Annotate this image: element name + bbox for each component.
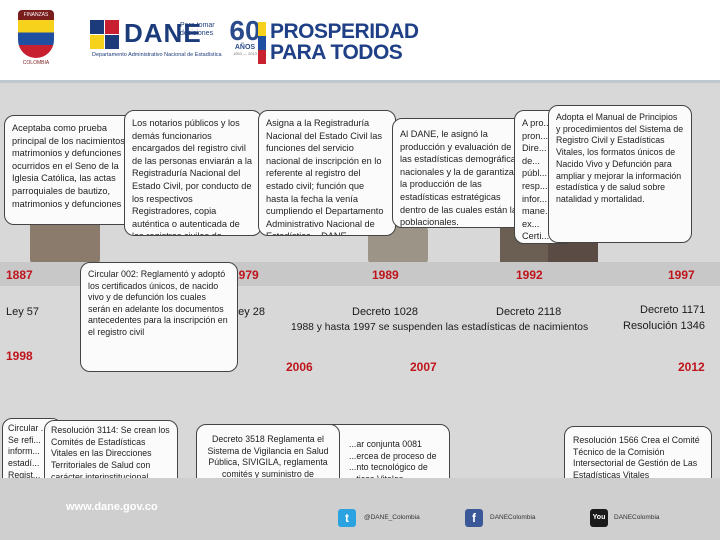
footer-url-link[interactable]: www.dane.gov.co <box>66 501 158 513</box>
circular-002-box: Circular 002: Reglamentó y adoptó los ce… <box>80 262 238 372</box>
youtube-icon-label: You <box>592 514 606 521</box>
suspension-note: 1988 y hasta 1997 se suspenden las estad… <box>291 322 589 333</box>
info-box-dane-text: Al DANE, le asignó la producción y evalu… <box>400 129 522 228</box>
youtube-name[interactable]: DANEColombia <box>614 514 660 521</box>
twitter-icon[interactable]: t <box>338 509 356 527</box>
facebook-icon[interactable]: f <box>465 509 483 527</box>
info-box-1979: Los notarios públicos y los demás funcio… <box>124 110 262 236</box>
twitter-handle[interactable]: @DANE_Colombia <box>364 514 420 521</box>
youtube-icon[interactable]: You <box>590 509 608 527</box>
dane-subtitle: Departamento Administrativo Nacional de … <box>92 52 222 58</box>
sixty-years-range: 1953 — 2013 <box>232 51 258 56</box>
resolucion-3114-text: Resolución 3114: Se crean los Comités de… <box>51 425 170 482</box>
resolucion-1346: Resolución 1346 <box>623 320 705 332</box>
header-divider <box>0 80 720 83</box>
year-1998: 1998 <box>6 349 33 363</box>
info-box-dane: Al DANE, le asignó la producción y evalu… <box>392 118 532 228</box>
year-1979: 1979 <box>232 268 259 282</box>
year-2007: 2007 <box>410 360 437 374</box>
header-bar: FINANZAS COLOMBIA DANE Para tomar decisi… <box>0 0 720 80</box>
dane-logo: DANE Para tomar decisiones Departamento … <box>90 18 222 60</box>
year-1997: 1997 <box>668 268 695 282</box>
sixty-years-logo: 60 AÑOS 1953 — 2013 <box>225 15 265 62</box>
info-box-1989-text: Asigna a la Registraduría Nacional del E… <box>266 118 384 235</box>
shield-top-label: FINANZAS <box>18 10 54 20</box>
info-box-1992-text: A pro... pron... Dire... y de... públ...… <box>522 118 562 242</box>
shield-foot-label: COLOMBIA <box>22 60 50 66</box>
info-box-1979-text: Los notarios públicos y los demás funcio… <box>132 118 253 235</box>
decreto-1171: Decreto 1171 <box>640 304 706 316</box>
shield-flag-icon <box>18 20 54 58</box>
resolucion-3114-box: Resolución 3114: Se crean los Comités de… <box>44 420 178 496</box>
decreto-2118: Decreto 2118 <box>496 306 562 318</box>
prosperidad-line1: PROSPERIDAD <box>270 20 419 43</box>
dane-mark-icon <box>90 20 120 50</box>
year-1887: 1887 <box>6 268 33 282</box>
decreto-1028: Decreto 1028 <box>352 306 419 318</box>
info-box-1997-text: Adopta el Manual de Principios y procedi… <box>556 112 684 204</box>
resolucion-1566-text: Resolución 1566 Crea el Comité Técnico d… <box>573 435 700 481</box>
year-1989: 1989 <box>372 268 399 282</box>
prosperidad-logo: PROSPERIDAD PARA TODOS <box>258 20 428 66</box>
ley-28: Ley 28 <box>232 306 266 318</box>
prosperidad-line2: PARA TODOS <box>270 41 403 64</box>
dane-slogan: Para tomar decisiones <box>180 22 215 37</box>
year-1992: 1992 <box>516 268 543 282</box>
colombia-shield-logo: FINANZAS COLOMBIA <box>18 10 54 66</box>
info-box-1887: Aceptaba como prueba principal de los na… <box>4 115 136 225</box>
dane-title: DANE <box>124 18 202 48</box>
ley-57: Ley 57 <box>6 306 40 318</box>
year-2006: 2006 <box>286 360 313 374</box>
info-box-1997: Adopta el Manual de Principios y procedi… <box>548 105 692 243</box>
sixty-label: AÑOS <box>234 44 256 51</box>
year-2012: 2012 <box>678 360 705 374</box>
circular-002-text: Circular 002: Reglamentó y adoptó los ce… <box>88 269 228 337</box>
flag-bar-icon <box>258 22 266 64</box>
info-box-1989: Asigna a la Registraduría Nacional del E… <box>258 110 396 236</box>
facebook-name[interactable]: DANEColombia <box>490 514 536 521</box>
sixty-number: 60 <box>229 15 261 46</box>
info-box-1887-text: Aceptaba como prueba principal de los na… <box>12 123 128 209</box>
